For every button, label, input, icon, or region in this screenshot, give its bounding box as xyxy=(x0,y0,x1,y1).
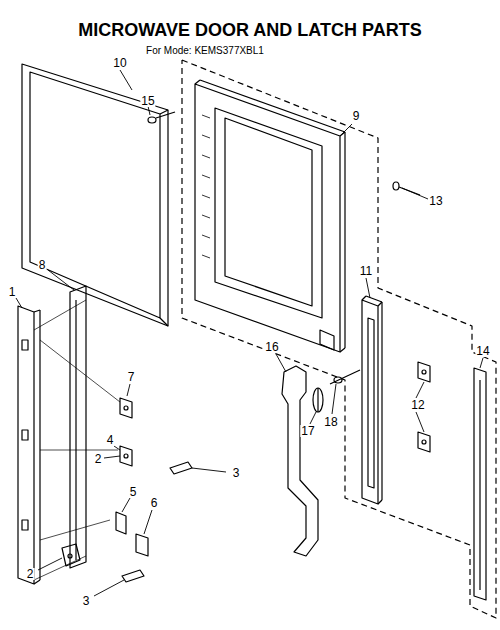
callout-number: 16 xyxy=(264,341,279,353)
latch-pin xyxy=(330,370,360,384)
door-choke xyxy=(18,306,40,584)
callout-number: 18 xyxy=(323,416,338,428)
callout-number: 1 xyxy=(8,286,17,298)
latch-hook xyxy=(282,366,318,556)
door-strip xyxy=(474,368,486,600)
choke-panel xyxy=(70,286,86,568)
door-panel xyxy=(195,80,345,352)
screw xyxy=(148,112,175,123)
assembly-outline xyxy=(182,60,496,618)
leader-line xyxy=(16,70,483,596)
door-frame xyxy=(22,64,168,326)
callout-number: 6 xyxy=(150,497,159,509)
callout-number: 15 xyxy=(140,95,155,107)
latch-spring xyxy=(313,388,323,412)
model-number: For Mode: KEMS377XBL1 xyxy=(146,46,264,56)
callout-number: 8 xyxy=(38,259,47,271)
latch-bracket xyxy=(362,296,382,504)
callout-number: 7 xyxy=(127,371,136,383)
diagram-title: MICROWAVE DOOR AND LATCH PARTS xyxy=(78,21,421,39)
callout-number: 2 xyxy=(26,568,35,580)
assembly-guide xyxy=(34,300,120,580)
hinge-part xyxy=(62,398,192,582)
callout-number: 13 xyxy=(428,195,443,207)
callout-number: 12 xyxy=(410,399,425,411)
callout-number: 3 xyxy=(232,467,241,479)
screw xyxy=(393,182,420,195)
callout-number: 14 xyxy=(475,345,490,357)
callout-number: 2 xyxy=(94,453,103,465)
callout-number: 11 xyxy=(359,265,373,277)
callout-number: 4 xyxy=(106,434,115,446)
callout-number: 17 xyxy=(300,425,315,437)
callout-number: 3 xyxy=(82,595,91,607)
callout-number: 9 xyxy=(352,110,361,122)
callout-number: 5 xyxy=(129,486,138,498)
callout-number: 10 xyxy=(112,57,127,69)
